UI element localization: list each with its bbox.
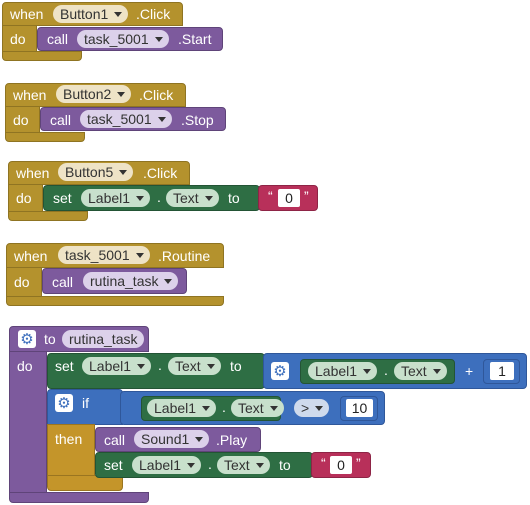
do-label: do	[14, 274, 30, 290]
do-label: do	[10, 31, 26, 47]
chevron-down-icon	[119, 170, 128, 175]
then-label: then	[55, 431, 83, 447]
chevron-down-icon	[255, 463, 264, 468]
event-block-task-routine-spine	[6, 267, 42, 297]
event-label: .Click	[143, 165, 178, 181]
operator-dropdown[interactable]: >	[294, 399, 330, 417]
object-dropdown-label1[interactable]: Label1	[81, 189, 151, 207]
event-block-button2-click-foot	[5, 132, 85, 142]
method-label: .Stop	[181, 112, 214, 128]
component-dropdown-sound1[interactable]: Sound1	[134, 430, 210, 448]
do-label: do	[16, 190, 32, 206]
method-label: .Start	[178, 31, 212, 47]
dot-label: .	[157, 189, 161, 205]
when-label: when	[16, 165, 50, 181]
chevron-down-icon	[117, 92, 126, 97]
gear-icon[interactable]: ⚙	[18, 330, 36, 348]
do-label: do	[17, 358, 33, 374]
procedure-dropdown[interactable]: rutina_task	[83, 272, 179, 290]
if-label: if	[82, 395, 89, 411]
call-label: call	[104, 432, 126, 448]
dot-label: .	[158, 357, 162, 373]
text-value-field[interactable]: 0	[330, 456, 352, 474]
chevron-down-icon	[114, 12, 123, 17]
to-label: to	[279, 457, 291, 473]
dot-label: .	[384, 362, 388, 378]
property-dropdown-text[interactable]: Text	[394, 362, 447, 380]
event-block-task-routine-foot	[6, 296, 224, 306]
dot-label: .	[208, 456, 212, 472]
when-label: when	[14, 248, 48, 264]
call-label: call	[52, 274, 74, 290]
property-dropdown-text[interactable]: Text	[231, 399, 284, 417]
open-quote: “	[321, 455, 326, 471]
dot-label: .	[222, 399, 226, 415]
object-dropdown-label1[interactable]: Label1	[82, 357, 152, 375]
to-label: to	[44, 331, 56, 347]
number-field[interactable]: 1	[490, 362, 514, 380]
event-block-button5-click-foot	[8, 211, 88, 221]
open-quote: “	[268, 188, 273, 204]
component-dropdown-task[interactable]: task_5001	[58, 246, 150, 264]
chevron-down-icon	[135, 253, 144, 258]
chevron-down-icon	[187, 463, 196, 468]
plus-operator: +	[465, 363, 474, 379]
gear-icon[interactable]: ⚙	[55, 394, 73, 412]
when-label: when	[10, 6, 44, 22]
object-dropdown-label1[interactable]: Label1	[147, 399, 217, 417]
to-label: to	[230, 358, 242, 374]
method-label: .Play	[216, 432, 248, 448]
component-dropdown-button1[interactable]: Button1	[53, 5, 129, 23]
when-label: when	[13, 87, 47, 103]
chevron-down-icon	[432, 369, 441, 374]
set-label-text-block[interactable]	[95, 452, 313, 478]
chevron-down-icon	[269, 406, 278, 411]
text-value-field[interactable]: 0	[278, 189, 300, 207]
set-label: set	[55, 358, 74, 374]
property-dropdown-text[interactable]: Text	[166, 189, 219, 207]
chevron-down-icon	[154, 37, 163, 42]
event-label: .Click	[139, 87, 174, 103]
chevron-down-icon	[315, 406, 324, 411]
call-label: call	[50, 112, 72, 128]
event-block-button1-click-spine	[2, 25, 37, 52]
set-label: set	[104, 457, 123, 473]
chevron-down-icon	[204, 196, 213, 201]
event-label: .Routine	[158, 248, 211, 264]
chevron-down-icon	[363, 369, 372, 374]
close-quote: ”	[356, 455, 361, 471]
number-field[interactable]: 10	[346, 399, 373, 417]
property-dropdown-text[interactable]: Text	[217, 456, 270, 474]
gear-icon[interactable]: ⚙	[271, 362, 289, 380]
chevron-down-icon	[206, 364, 215, 369]
to-label: to	[228, 190, 240, 206]
close-quote: ”	[304, 188, 309, 204]
procedure-block-spine	[9, 351, 47, 493]
component-dropdown-button2[interactable]: Button2	[56, 85, 132, 103]
event-label: .Click	[136, 6, 171, 22]
object-dropdown-label1[interactable]: Label1	[132, 456, 202, 474]
chevron-down-icon	[195, 437, 204, 442]
set-label: set	[53, 190, 72, 206]
do-label: do	[13, 112, 29, 128]
property-dropdown-text[interactable]: Text	[168, 357, 221, 375]
chevron-down-icon	[136, 196, 145, 201]
chevron-down-icon	[202, 406, 211, 411]
set-label-text-block[interactable]	[43, 185, 260, 211]
procedure-block-foot	[9, 492, 149, 503]
call-label: call	[47, 31, 69, 47]
event-block-button5-click-spine	[8, 184, 43, 212]
if-block-foot	[47, 475, 123, 491]
chevron-down-icon	[137, 364, 146, 369]
task-dropdown[interactable]: task_5001	[77, 30, 169, 48]
event-block-button1-click-foot	[2, 51, 82, 61]
task-dropdown[interactable]: task_5001	[80, 110, 172, 128]
component-dropdown-button5[interactable]: Button5	[58, 163, 134, 181]
chevron-down-icon	[164, 279, 173, 284]
object-dropdown-label1[interactable]: Label1	[308, 362, 378, 380]
chevron-down-icon	[157, 117, 166, 122]
procedure-name-field[interactable]: rutina_task	[62, 330, 145, 348]
